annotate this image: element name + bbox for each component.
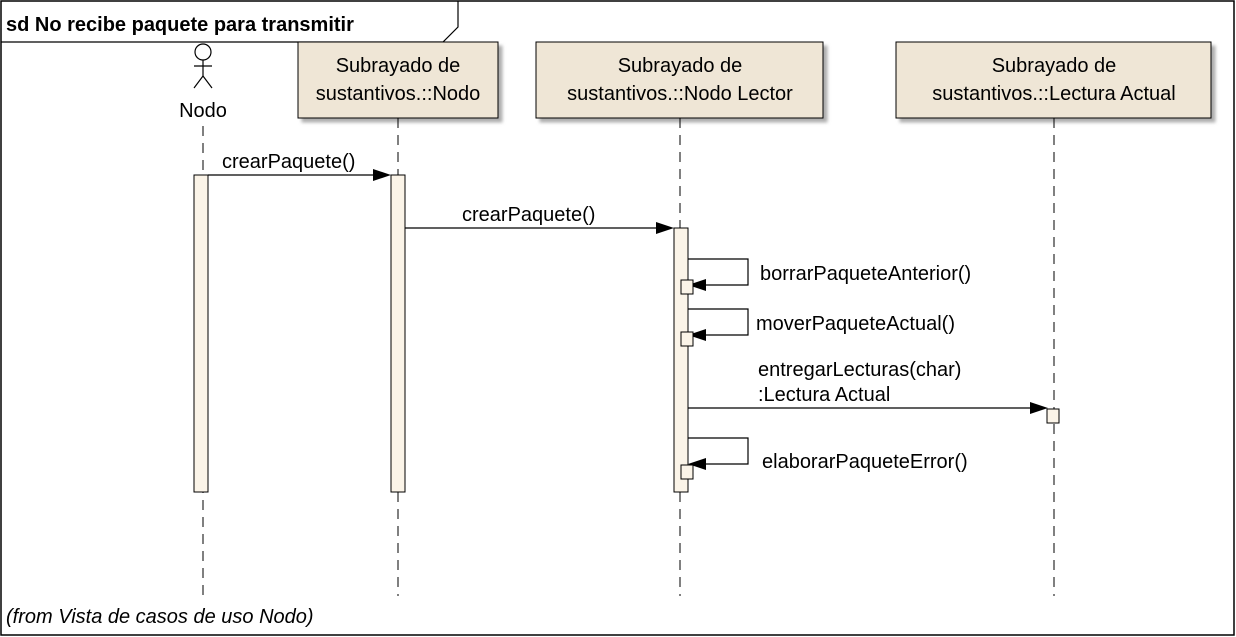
svg-text:moverPaqueteActual(): moverPaqueteActual()	[756, 313, 955, 335]
actor-nodo	[193, 43, 213, 89]
message-entregar-lecturas: entregarLecturas(char) :Lectura Actual	[688, 359, 1060, 424]
message-elaborar-paquete-error: elaborarPaqueteError()	[680, 437, 968, 480]
svg-text:Subrayado de: Subrayado de	[618, 55, 743, 77]
activation-actor	[193, 174, 209, 493]
svg-text:borrarPaqueteAnterior(): borrarPaqueteAnterior()	[760, 263, 971, 285]
svg-text:sustantivos.::Nodo: sustantivos.::Nodo	[316, 83, 481, 105]
activation-nodo-lector	[673, 227, 689, 493]
actor-head-icon	[194, 43, 212, 61]
frame-title-tab	[1, 1, 459, 43]
svg-text::Lectura Actual: :Lectura Actual	[758, 384, 890, 406]
svg-text:sustantivos.::Nodo Lector: sustantivos.::Nodo Lector	[567, 83, 793, 105]
lifeline-head-nodo-lector: Subrayado de sustantivos.::Nodo Lector	[535, 41, 824, 119]
frame-title: sd No recibe paquete para transmitir	[6, 14, 354, 36]
svg-text:crearPaquete(): crearPaquete()	[222, 151, 355, 173]
svg-text:sustantivos.::Lectura Actual: sustantivos.::Lectura Actual	[932, 83, 1175, 105]
svg-text:entregarLecturas(char): entregarLecturas(char)	[758, 359, 961, 381]
frame-footer: (from Vista de casos de uso Nodo)	[6, 606, 314, 628]
svg-text:crearPaquete(): crearPaquete()	[462, 204, 595, 226]
message-crear-paquete-2: crearPaquete()	[405, 204, 674, 234]
message-borrar-paquete-anterior: borrarPaqueteAnterior()	[680, 258, 971, 295]
message-mover-paquete-actual: moverPaqueteActual()	[680, 308, 955, 347]
svg-text:Subrayado de: Subrayado de	[336, 55, 461, 77]
actor-label: Nodo	[179, 100, 227, 122]
message-crear-paquete-1: crearPaquete()	[208, 151, 391, 181]
lifeline-head-lectura-actual: Subrayado de sustantivos.::Lectura Actua…	[895, 41, 1212, 119]
svg-text:elaborarPaqueteError(): elaborarPaqueteError()	[762, 451, 968, 473]
lifeline-head-nodo: Subrayado de sustantivos.::Nodo	[297, 41, 499, 119]
svg-text:Subrayado de: Subrayado de	[992, 55, 1117, 77]
activation-nodo	[390, 174, 406, 493]
